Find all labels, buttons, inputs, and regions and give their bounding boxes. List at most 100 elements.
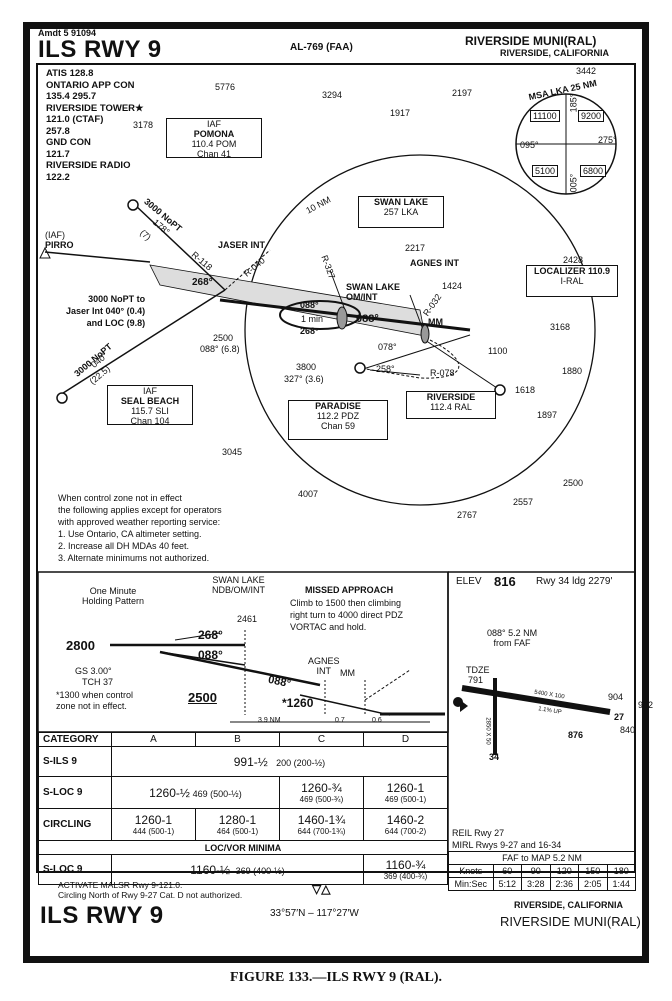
note-line: 3000 NoPT to [88, 294, 146, 304]
time-value: 2:36 [549, 877, 580, 891]
navaid-name: PARADISE [315, 401, 361, 411]
elevation: 4007 [298, 489, 319, 499]
faf-table: FAF to MAP 5.2 NM Knots 60 90 120 150 18… [448, 851, 636, 891]
minima-height: 369 (400-¾) [383, 872, 428, 881]
navaid-name: SEAL BEACH [120, 396, 180, 406]
swan-profile-label: SWAN LAKE NDB/OM/INT [212, 575, 265, 595]
seal-beach-vortac [56, 392, 68, 404]
minima-header: A [110, 732, 196, 747]
localizer-name: LOCALIZER 110.9 [533, 266, 611, 276]
jaser-label: JASER INT [218, 240, 266, 250]
time-label: Min:Sec [448, 877, 494, 891]
minima-cell: 1160-½ 369 (400-½) [110, 854, 364, 885]
navaid-freq: 257 LKA [383, 207, 419, 217]
navaid-freq: 110.4 POM [191, 139, 237, 149]
elevation: 876 [568, 730, 584, 740]
note-line: Jaser Int 040° (0.4) [66, 306, 146, 316]
airport-location: RIVERSIDE, CALIFORNIA [500, 48, 610, 58]
agnes-profile-label: AGNES INT [308, 656, 340, 676]
label-line: Holding Pattern [82, 596, 145, 606]
swan-lake-box: SWAN LAKE 257 LKA [358, 196, 444, 228]
missed-approach-title: MISSED APPROACH [305, 585, 394, 595]
airport-name: RIVERSIDE MUNI(RAL) [465, 34, 597, 48]
iaf-tag: IAF [206, 119, 221, 129]
rwy-ldg: Rwy 34 ldg 2279' [536, 576, 613, 587]
minima-header: CATEGORY [38, 732, 112, 747]
route-pomona [134, 204, 226, 291]
note-1300: *1300 when control zone not in effect. [56, 690, 133, 712]
altitude-2500: 2500 [188, 690, 217, 705]
minima-label: S-ILS 9 [38, 746, 112, 777]
riverside-vor [494, 384, 506, 396]
elevation: 2217 [405, 243, 426, 253]
label-line: INT [316, 666, 332, 676]
hold-in-course: 088° [300, 300, 319, 310]
middle-marker [420, 324, 430, 344]
minima-height: 469 (500-½) [192, 788, 242, 799]
time-value: 1:44 [606, 877, 636, 891]
minima-height: 469 (500-1) [384, 795, 427, 804]
route-pirro [44, 251, 151, 263]
activate-malsr: ACTIVATE MALSR Rwy 9-121.0. [58, 880, 183, 890]
course-268: 268° [192, 277, 213, 288]
knots-value: 60 [492, 864, 523, 878]
comm-line: RIVERSIDE RADIO [46, 160, 131, 171]
alternate-symbols: ▽△ [312, 882, 331, 896]
footer-title: ILS RWY 9 [40, 902, 164, 929]
navaid-chan: Chan 104 [130, 416, 170, 426]
minima-value: 1160-¾ [385, 858, 426, 872]
note-line: 3. Alternate minimums not authorized. [58, 553, 210, 563]
minima-header: C [278, 732, 364, 747]
seal-beach-box: IAF SEAL BEACH 115.7 SLI Chan 104 [107, 385, 193, 426]
route-seal-beach [59, 289, 226, 396]
minima-value: 1160-½ [190, 862, 231, 877]
msa-sector: 9200 [578, 110, 605, 122]
tdze-label: TDZE [466, 665, 490, 675]
figure-caption: FIGURE 133.—ILS RWY 9 (RAL). [229, 970, 443, 985]
distance-2: 0.7 [335, 717, 345, 724]
minima-height: 464 (500-1) [216, 827, 259, 836]
text-line: VORTAC and hold. [290, 622, 367, 632]
elevation: 1880 [562, 366, 583, 376]
paradise-box: PARADISE 112.2 PDZ Chan 59 [288, 400, 388, 440]
text-line: *1300 when control [56, 690, 134, 700]
label-line: NDB/OM/INT [212, 585, 265, 595]
altitude-2461: 2461 [237, 614, 258, 624]
chart-id: AL-769 (FAA) [290, 42, 353, 53]
minima-value: 1260-½ [149, 785, 190, 800]
minima-height: 369 (400-½) [235, 865, 285, 876]
minima-height: 469 (500-¾) [299, 795, 344, 804]
iaf-tag: IAF [142, 386, 157, 396]
procedure-title: ILS RWY 9 [38, 36, 162, 63]
knots-label: Knots [448, 864, 494, 878]
missed-approach-text: Climb to 1500 then climbing right turn t… [290, 597, 403, 633]
minima-label: S-LOC 9 [38, 776, 112, 809]
radial-label: 078° [378, 342, 397, 352]
knots-value: 90 [521, 864, 551, 878]
profile-course-088: 088° [198, 648, 223, 662]
mm-profile-label: MM [340, 668, 355, 678]
elevation: 3178 [133, 120, 154, 130]
label-line: AGNES [308, 656, 340, 666]
comm-line: 121.7 [46, 148, 70, 160]
swan-om-label: SWAN LAKE OM/INT [346, 282, 400, 302]
comm-line: GND CON [46, 137, 91, 148]
amendment-number: Amdt 5 91094 [38, 28, 97, 38]
mirl-note: MIRL Rwys 9-27 and 16-34 [452, 840, 562, 850]
elevation: 902 [638, 700, 654, 710]
text-line: Climb to 1500 then climbing [290, 598, 402, 608]
footer-location: RIVERSIDE, CALIFORNIA [514, 900, 624, 910]
paradise-altitude: 3800 [296, 362, 317, 372]
pomona-box: IAF POMONA 110.4 POM Chan 41 [166, 118, 262, 159]
footer-coords: 33°57′N – 117°27′W [270, 908, 359, 919]
holding-pattern [279, 300, 361, 330]
rwy-dims-2: 2850 X 50 [484, 717, 491, 745]
localizer-box: LOCALIZER 110.9 I-RAL [526, 265, 618, 297]
minima-value: 991-½ [233, 754, 268, 769]
